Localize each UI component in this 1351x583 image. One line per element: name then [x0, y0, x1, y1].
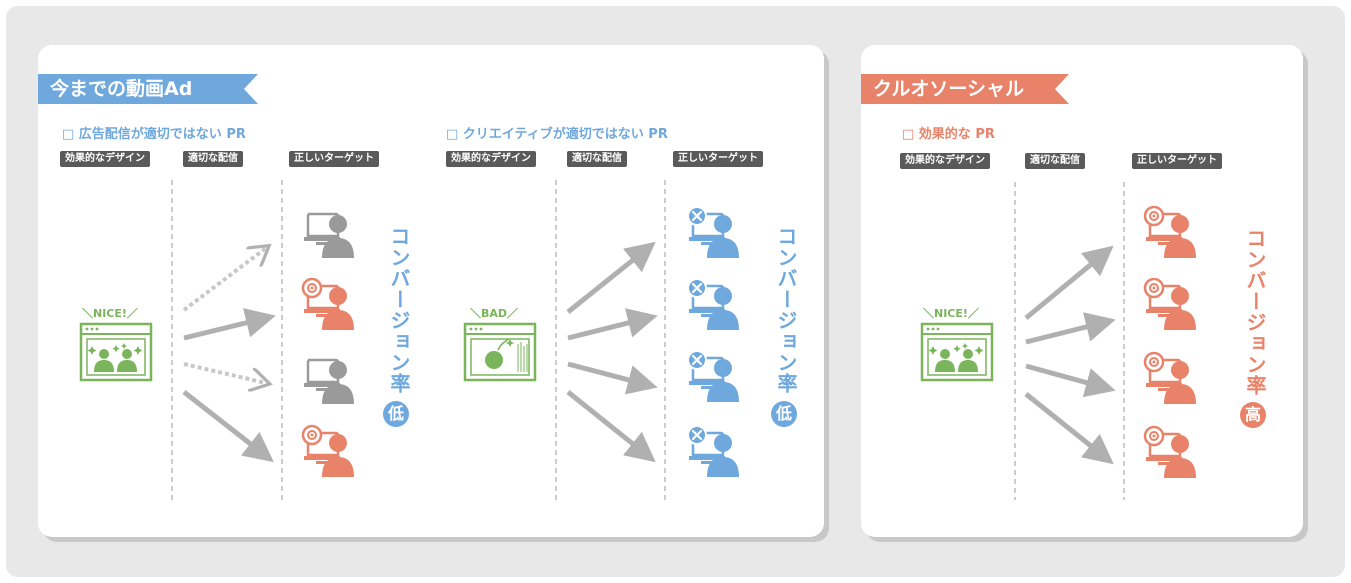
label-appropriate-delivery-3: 適切な配信: [1025, 153, 1085, 169]
conversion-rate-label-3: コンバージョン率: [1243, 228, 1267, 396]
panel-conventional-ad: [38, 45, 824, 537]
label-effective-design-1: 効果的なデザイン: [60, 151, 150, 167]
subtitle-effective-pr: □ 効果的な PR: [902, 127, 995, 142]
label-appropriate-delivery-1: 適切な配信: [183, 151, 243, 167]
creative-speech-bad: ＼BAD／: [470, 307, 519, 320]
label-correct-target-1: 正しいターゲット: [289, 151, 379, 167]
subtitle-delivery-not-appropriate: □ 広告配信が適切ではない PR: [62, 127, 246, 142]
label-correct-target-3: 正しいターゲット: [1132, 153, 1222, 169]
label-correct-target-2: 正しいターゲット: [673, 151, 763, 167]
panel-title-conventional-ad: 今までの動画Ad: [38, 74, 258, 104]
label-effective-design-3: 効果的なデザイン: [900, 153, 990, 169]
conversion-rate-label-1: コンバージョン率: [387, 226, 411, 394]
conversion-badge-high: 高: [1240, 402, 1266, 428]
conversion-badge-low-1: 低: [383, 401, 409, 427]
conversion-rate-label-2: コンバージョン率: [774, 226, 798, 394]
panel-title-kuruo-social: クルオソーシャル: [861, 74, 1069, 104]
label-appropriate-delivery-2: 適切な配信: [567, 151, 627, 167]
panel-kuruo-social: [861, 45, 1303, 537]
creative-speech-nice-2: ＼NICE!／: [923, 307, 979, 320]
creative-speech-nice-1: ＼NICE!／: [82, 307, 138, 320]
subtitle-creative-not-appropriate: □ クリエイティブが適切ではない PR: [446, 127, 668, 142]
conversion-badge-low-2: 低: [771, 401, 797, 427]
label-effective-design-2: 効果的なデザイン: [446, 151, 536, 167]
